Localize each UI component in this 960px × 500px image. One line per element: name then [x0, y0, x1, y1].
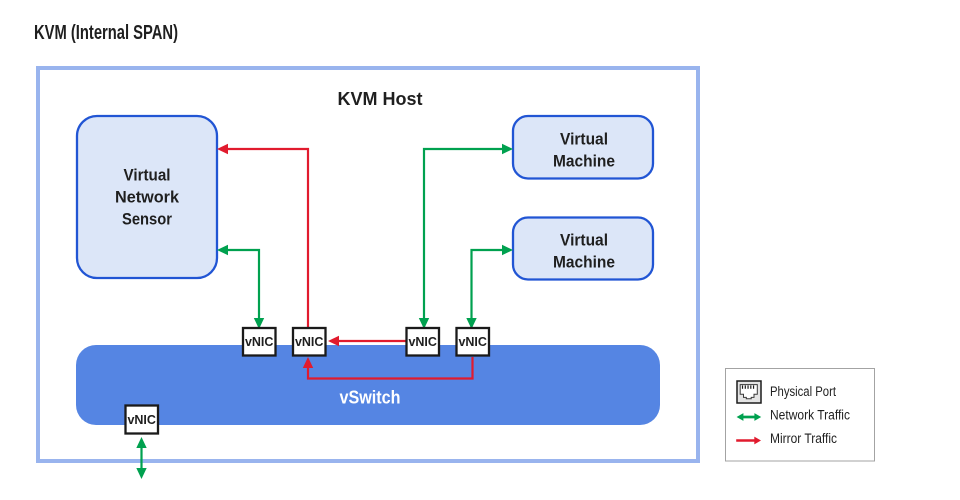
svg-text:KVM (Internal SPAN): KVM (Internal SPAN): [34, 22, 178, 44]
svg-text:Machine: Machine: [553, 253, 615, 272]
svg-text:Virtual: Virtual: [560, 231, 608, 250]
svg-text:KVM Host: KVM Host: [338, 89, 423, 109]
svg-text:Mirror Traffic: Mirror Traffic: [770, 431, 837, 446]
svg-text:Virtual: Virtual: [124, 166, 171, 185]
svg-text:vNIC: vNIC: [458, 335, 486, 349]
svg-text:vSwitch: vSwitch: [340, 388, 401, 408]
svg-text:vNIC: vNIC: [245, 335, 273, 349]
svg-text:Network: Network: [115, 188, 180, 207]
svg-text:vNIC: vNIC: [295, 335, 323, 349]
svg-text:Network Traffic: Network Traffic: [770, 408, 850, 423]
svg-text:Virtual: Virtual: [560, 130, 608, 149]
svg-text:Machine: Machine: [553, 152, 615, 171]
svg-text:Physical Port: Physical Port: [770, 384, 836, 399]
svg-text:vNIC: vNIC: [408, 335, 436, 349]
svg-text:Sensor: Sensor: [122, 210, 172, 229]
svg-text:vNIC: vNIC: [127, 413, 155, 427]
